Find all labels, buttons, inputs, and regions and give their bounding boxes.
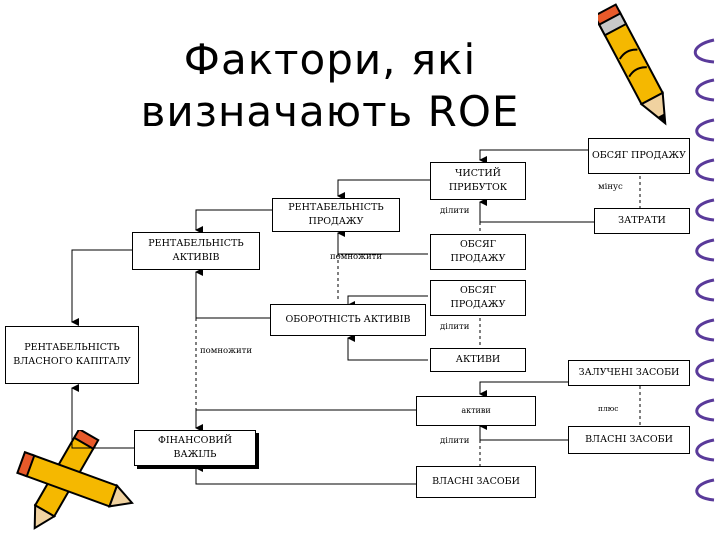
box-turnover: ОБОРОТНІСТЬ АКТИВІВ — [270, 304, 426, 336]
op-multiply-2: помножити — [200, 346, 253, 356]
box-fin-leverage: ФІНАНСОВИЙ ВАЖІЛЬ — [134, 430, 256, 466]
pencil-icon — [598, 3, 667, 126]
box-ros: РЕНТАБЕЛЬНІСТЬ ПРОДАЖУ — [272, 198, 400, 232]
op-plus: плюс — [598, 404, 619, 413]
box-equity-right: ВЛАСНІ ЗАСОБИ — [568, 426, 690, 454]
box-sales-low: ОБСЯГ ПРОДАЖУ — [430, 280, 526, 316]
op-minus: мінус — [598, 182, 623, 192]
pencils-icon — [16, 430, 134, 530]
box-sales-top: ОБСЯГ ПРОДАЖУ — [588, 138, 690, 174]
page-title: Фактори, які визначають ROE — [120, 34, 540, 138]
box-net-profit: ЧИСТИЙ ПРИБУТОК — [430, 162, 526, 200]
box-costs: ЗАТРАТИ — [594, 208, 690, 234]
box-assets: АКТИВИ — [430, 348, 526, 372]
title-line-2: визначають ROE — [140, 87, 520, 136]
box-sales-mid: ОБСЯГ ПРОДАЖУ — [430, 234, 526, 270]
box-equity-bottom: ВЛАСНІ ЗАСОБИ — [416, 466, 536, 498]
op-divide-1: ділити — [440, 206, 470, 216]
op-divide-3: ділити — [440, 436, 470, 446]
box-roe: РЕНТАБЕЛЬНІСТЬ ВЛАСНОГО КАПІТАЛУ — [5, 326, 139, 384]
box-roa: РЕНТАБЕЛЬНІСТЬ АКТИВІВ — [132, 232, 260, 270]
spiral-binding-decoration — [693, 38, 715, 502]
box-assets-small: активи — [416, 396, 536, 426]
op-divide-2: ділити — [440, 322, 470, 332]
box-borrowed: ЗАЛУЧЕНІ ЗАСОБИ — [568, 360, 690, 386]
op-multiply-1: помножити — [330, 252, 383, 262]
title-line-1: Фактори, які — [183, 35, 477, 84]
